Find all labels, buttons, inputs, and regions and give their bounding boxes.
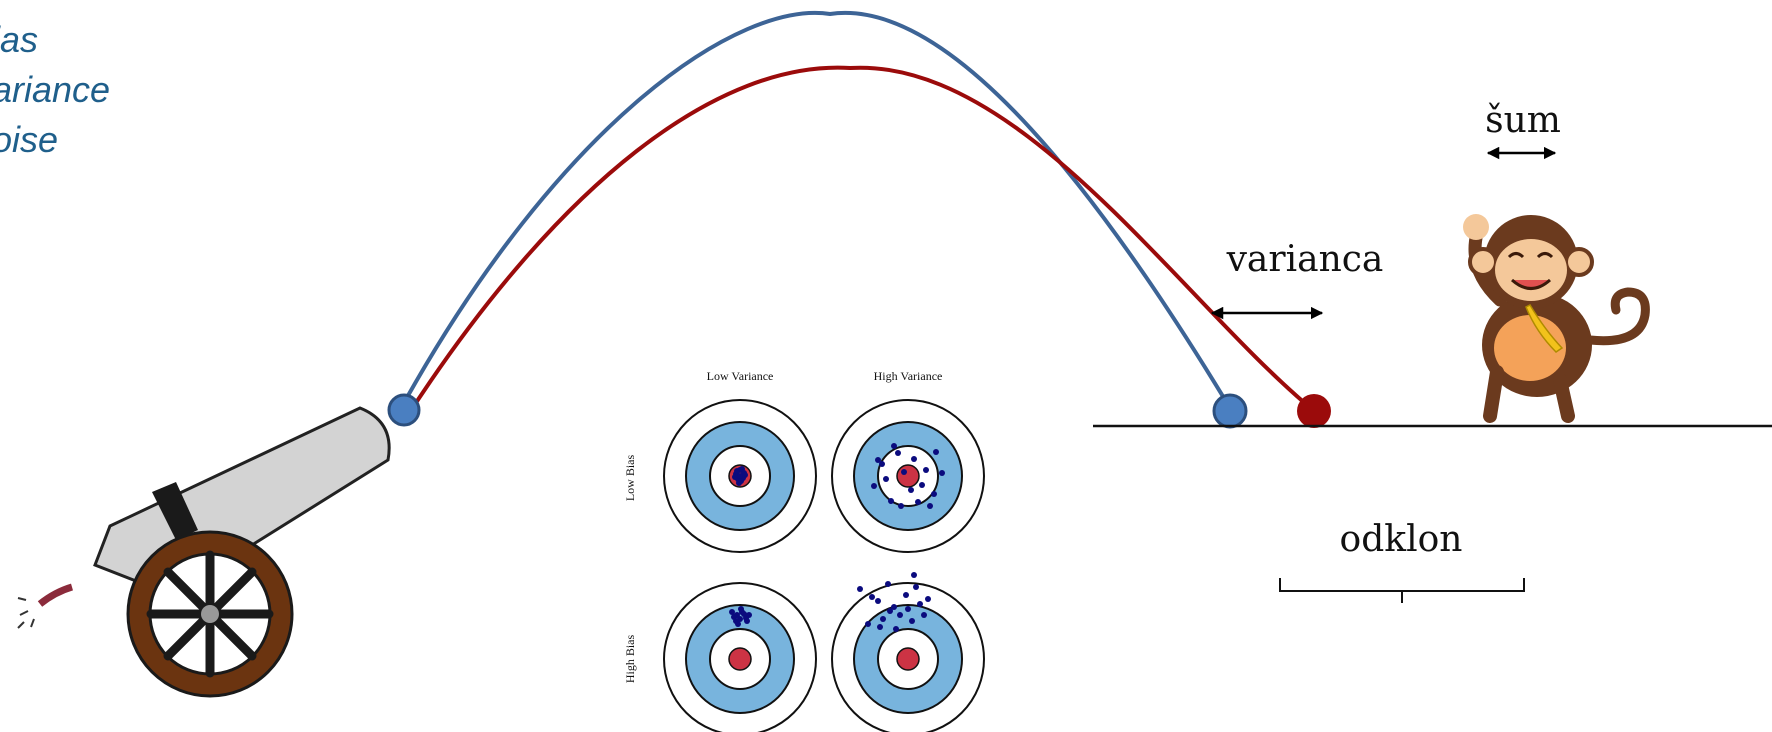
monkey-ear-right [1564,247,1594,277]
red-ball-end [1297,394,1331,428]
shot-dot [921,612,927,618]
legend-variance: ariance [0,69,110,110]
cannon-illustration [17,406,391,698]
col-header-low-variance: Low Variance [707,369,774,383]
monkey-hand [1463,214,1489,240]
banana-icon [1525,304,1564,353]
shot-dot [891,604,897,610]
shot-dot [738,606,744,612]
shot-dot [915,499,921,505]
monkey-ear-left [1468,247,1498,277]
shot-dot [875,457,881,463]
shot-dot [911,572,917,578]
target-ring-3 [728,647,752,671]
shot-dot [885,581,891,587]
cannon-mount [152,482,198,540]
legend-bias: ias [0,19,38,60]
legend: ias ariance oise [0,19,110,160]
target-high-bias-low-variance [663,582,817,732]
shot-dot [917,601,923,607]
col-header-high-variance: High Variance [874,369,943,383]
shot-dot [888,498,894,504]
cannon-fuse [37,583,74,607]
shot-dot [871,483,877,489]
shot-dot [939,470,945,476]
shot-dot [891,443,897,449]
shot-dot [744,618,750,624]
shot-dot [735,621,741,627]
monkey-smile [1511,278,1551,290]
shot-dot [877,624,883,630]
shot-dot [909,618,915,624]
shot-dot [737,473,743,479]
shot-dot [880,616,886,622]
shot-dot [857,586,863,592]
fuse-sparks-icon [17,597,35,629]
shot-dot [919,482,925,488]
targets-layer [663,399,985,732]
shot-dot [883,476,889,482]
shot-dot [895,450,901,456]
shot-dot [933,449,939,455]
legend-noise: oise [0,119,58,160]
monkey-face [1495,239,1567,301]
shot-dot [897,612,903,618]
monkey-tail [1585,287,1650,346]
shot-dot [879,461,885,467]
red-trajectory [404,65,1315,420]
monkey-legs [1483,365,1575,423]
blue-ball-start [387,393,421,427]
shot-dot [927,503,933,509]
target-low-bias-high-variance [831,399,985,553]
shot-dot [908,487,914,493]
shot-dot [905,606,911,612]
shot-dot [741,611,747,617]
target-high-bias-high-variance [831,572,985,732]
shot-dot [925,596,931,602]
noise-label: šum [1485,100,1561,141]
shot-dot [923,467,929,473]
shot-dot [913,584,919,590]
shot-dot [746,612,752,618]
target-low-bias-low-variance [663,399,817,553]
shot-dot [734,468,740,474]
target-ring-3 [896,464,920,488]
variance-label: varianca [1226,239,1384,280]
shot-dot [931,491,937,497]
target-ring-3 [896,647,920,671]
blue-ball-end [1212,393,1248,429]
shot-dot [893,626,899,632]
shot-dot [869,594,875,600]
shot-dot [865,621,871,627]
shot-dot [742,472,748,478]
shot-dot [911,456,917,462]
shot-dot [729,609,735,615]
row-header-high-bias: High Bias [623,635,637,684]
monkey-eyes [1507,252,1554,259]
shot-dot [901,469,907,475]
shot-dot [898,503,904,509]
row-header-low-bias: Low Bias [623,455,637,502]
shot-dot [887,608,893,614]
monkey-illustration [1463,214,1650,423]
shot-dot [875,598,881,604]
shot-dot [739,466,745,472]
shot-dot [732,474,738,480]
bias-brace-icon [1279,578,1525,603]
target-matrix: Low Variance High Variance Low Bias High… [623,369,985,732]
wheel-hub [201,605,219,623]
bias-label: odklon [1340,519,1463,560]
blue-trajectory [398,10,1232,411]
shot-dot [903,592,909,598]
shot-dot [736,480,742,486]
